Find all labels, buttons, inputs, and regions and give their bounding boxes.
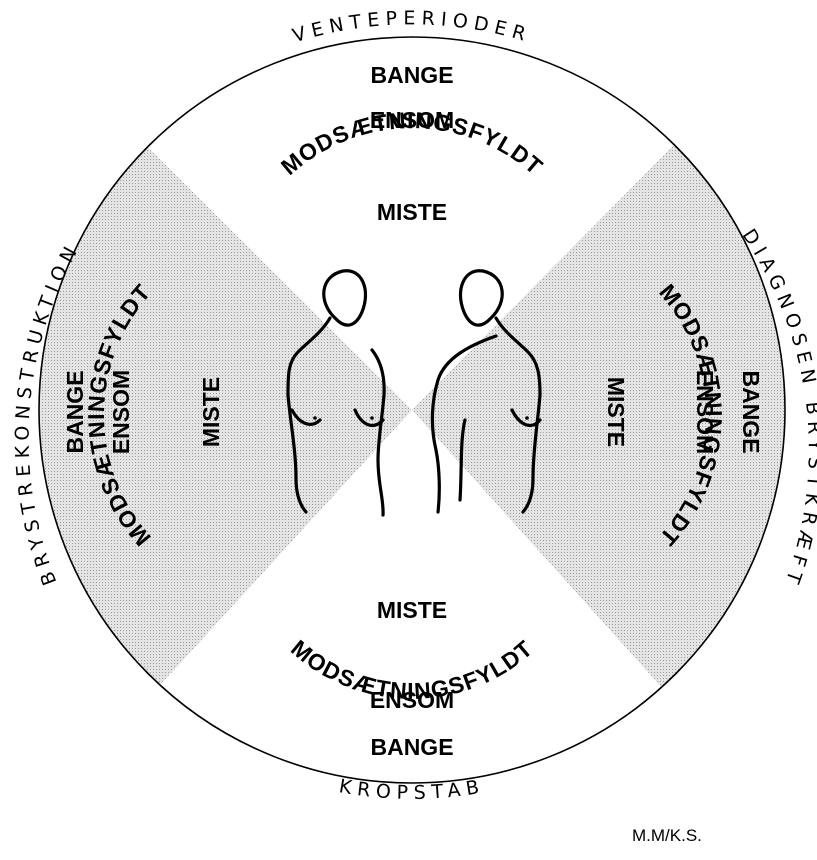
right-word-2: ENSOM	[692, 370, 718, 454]
bottom-word-3: ENSOM	[370, 687, 454, 713]
bottom-quadrant-words: MISTE MODSÆTNINGSFYLDT ENSOM BANGE	[286, 597, 538, 760]
left-word-4: MISTE	[198, 377, 224, 447]
label-top: VENTEPERIODER	[290, 7, 534, 47]
top-word-3: MODSÆTNINGSFYLDT	[276, 107, 548, 180]
left-figure-nipple-1	[313, 416, 317, 420]
top-quadrant-words: BANGE ENSOM MODSÆTNINGSFYLDT MISTE	[276, 62, 548, 225]
label-bottom: KROPSTAB	[337, 775, 486, 804]
top-word-4: MISTE	[377, 199, 447, 225]
bottom-word-4: BANGE	[370, 734, 453, 760]
top-word-1: BANGE	[370, 62, 453, 88]
right-figure-nipple	[525, 416, 529, 420]
bottom-word-1: MISTE	[377, 597, 447, 623]
right-word-1: BANGE	[738, 370, 764, 453]
right-word-4: MISTE	[603, 377, 629, 447]
left-figure-nipple-2	[370, 416, 374, 420]
left-word-1: BANGE	[62, 370, 88, 453]
author-signature: M.M/K.S.	[632, 826, 702, 846]
